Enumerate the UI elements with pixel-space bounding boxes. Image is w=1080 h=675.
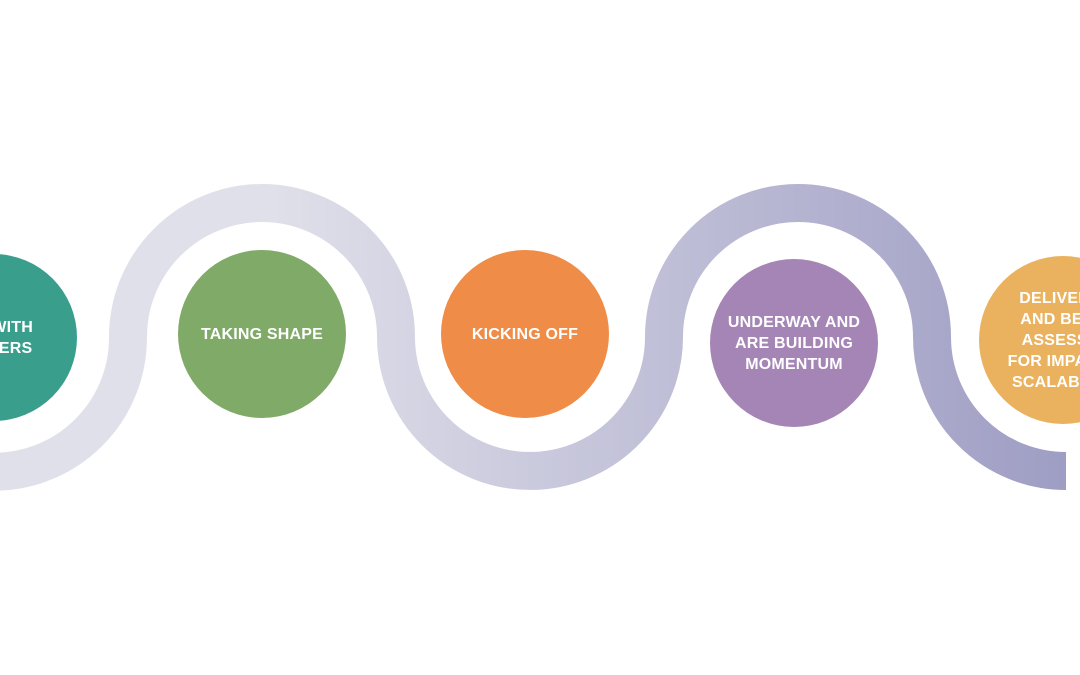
stage-label: KICKING OFF <box>471 325 579 343</box>
stage-circle-taking-shape: TAKING SHAPE <box>178 250 346 418</box>
stage-circle-kicking-off: KICKING OFF <box>441 250 609 418</box>
stage-label: DELIVERED AND BEING ASSESSED FOR IMPACT … <box>1007 289 1080 391</box>
stage-circle-delivered: DELIVERED AND BEING ASSESSED FOR IMPACT … <box>979 256 1080 424</box>
stage-label: TAKING SHAPE <box>200 325 324 343</box>
wave-path <box>0 184 1067 491</box>
stage-label: ENGAGING WITH STAKEHOLDERS <box>0 318 34 357</box>
stage-circle-underway: UNDERWAY AND ARE BUILDING MOMENTUM <box>710 259 878 427</box>
stage-label: UNDERWAY AND ARE BUILDING MOMENTUM <box>727 313 861 373</box>
